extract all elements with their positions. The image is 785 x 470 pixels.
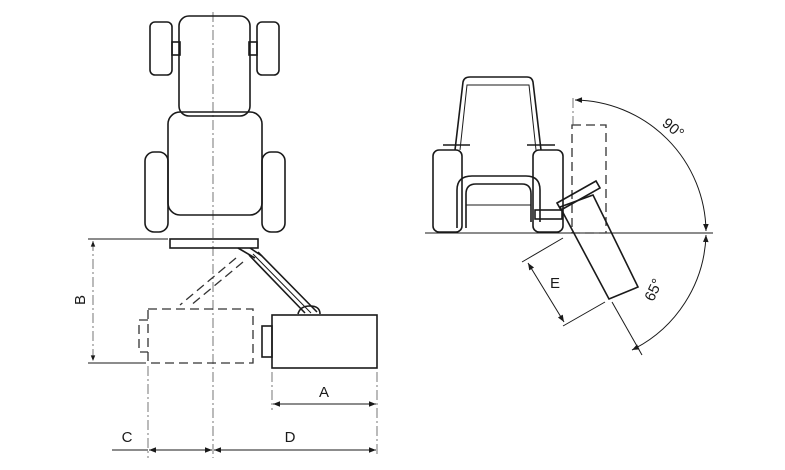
hitch-bar — [169, 238, 259, 249]
tractor-cab — [167, 111, 263, 216]
label-90-degrees: 90° — [659, 115, 687, 143]
label-d: D — [285, 429, 296, 446]
mower-transport-position — [138, 257, 254, 364]
front-axle-left — [171, 41, 181, 56]
label-e: E — [550, 275, 560, 292]
arm-mount — [534, 209, 563, 220]
dimension-c-d: C D — [112, 366, 376, 458]
front-left-wheel — [149, 21, 173, 76]
mower-arm-working — [237, 247, 378, 369]
tractor-rear-view — [425, 76, 713, 301]
front-right-wheel — [256, 21, 280, 76]
rear-left-wheel — [144, 151, 169, 233]
dimension-a: A — [271, 372, 378, 455]
tractor-top-view — [144, 12, 286, 458]
mower-vertical-position-dashed — [571, 124, 607, 234]
mower-head — [271, 314, 378, 369]
angle-arcs: 90° 65° — [574, 97, 709, 356]
label-65-degrees: 65° — [641, 276, 666, 304]
rear-left-wheel — [432, 149, 463, 233]
mower-head-dashed — [147, 308, 254, 364]
rear-right-wheel — [532, 149, 564, 233]
label-c: C — [122, 429, 133, 446]
label-b: B — [72, 295, 89, 305]
tractor-hood — [178, 15, 251, 117]
cab-frame — [454, 76, 542, 151]
label-a: A — [319, 384, 329, 401]
rear-right-wheel — [261, 151, 286, 233]
guard-loop — [456, 175, 541, 228]
front-axle-right — [248, 41, 258, 56]
dimension-e: E — [521, 237, 606, 327]
mower-tab — [261, 325, 273, 358]
dimension-b: B — [72, 238, 168, 364]
